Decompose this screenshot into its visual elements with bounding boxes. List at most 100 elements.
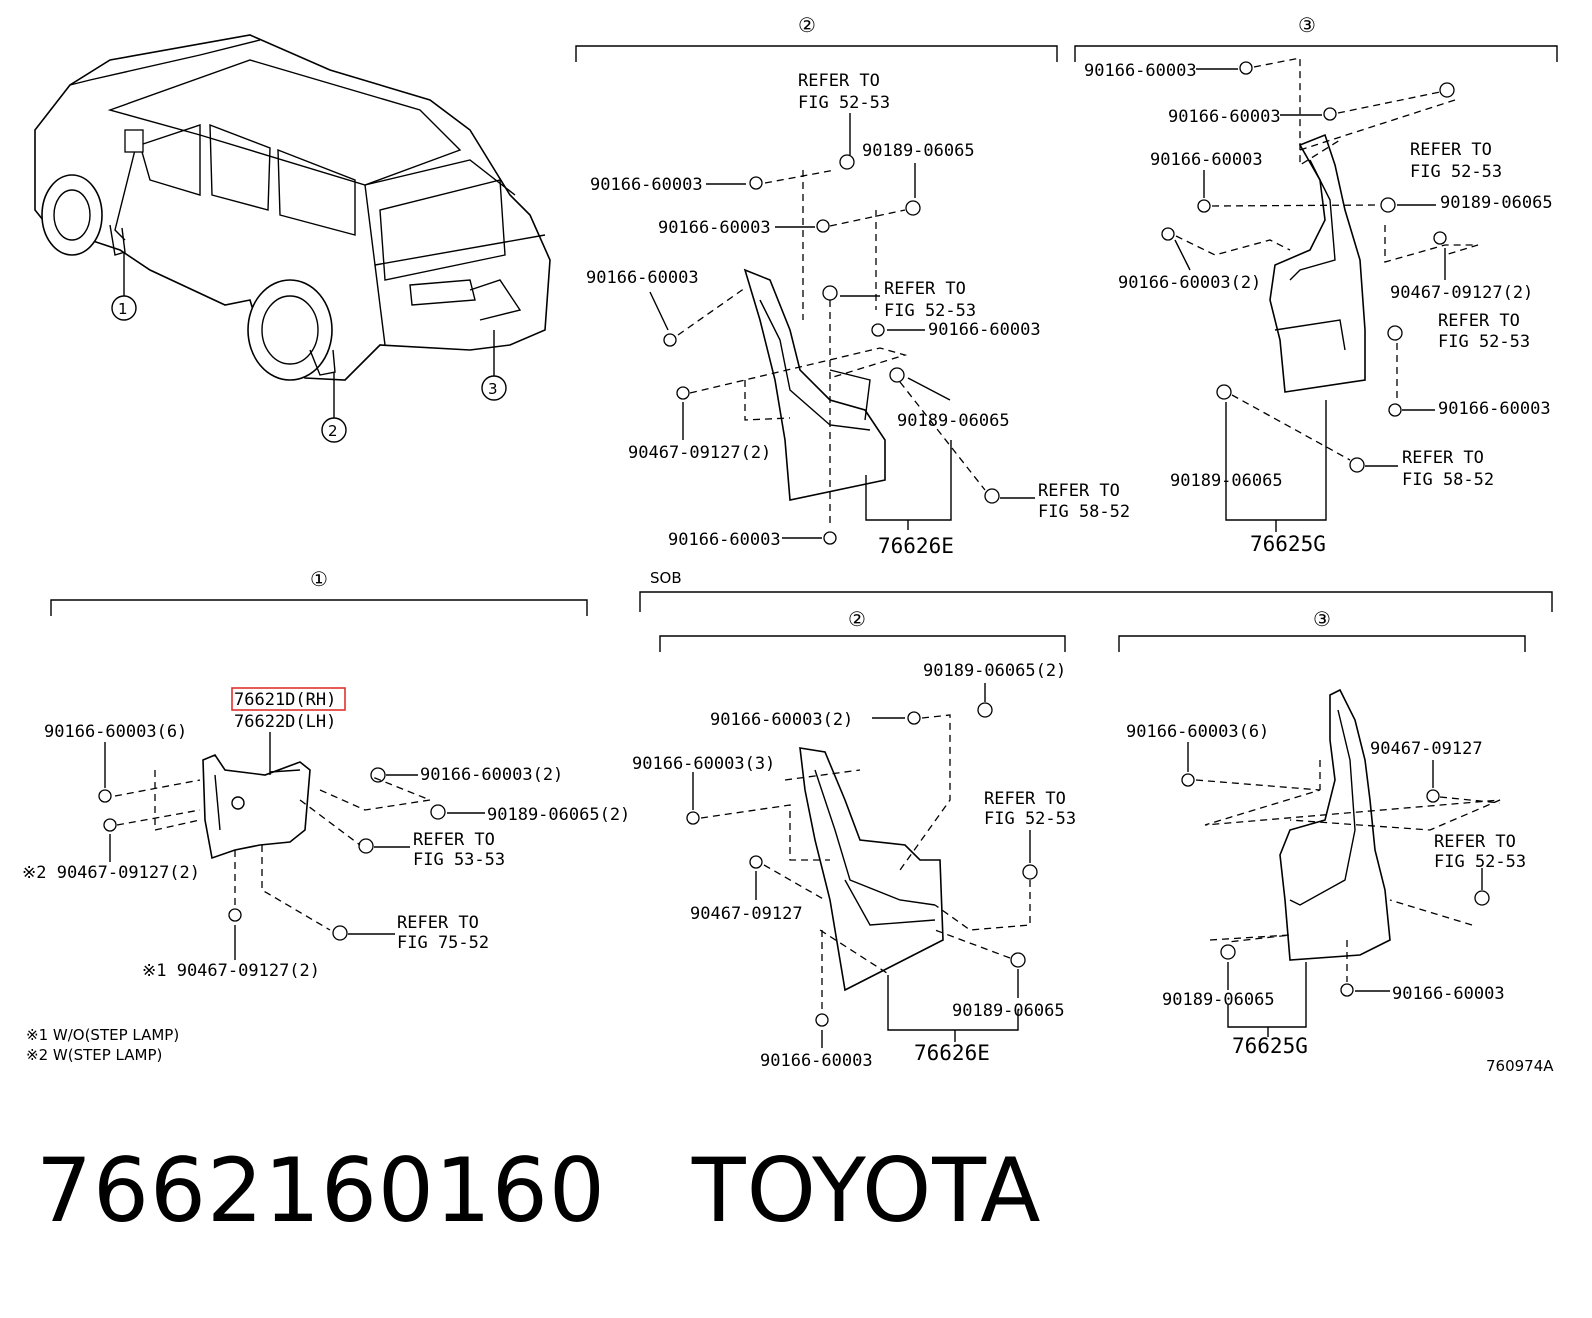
- refer-fig-58-52-a-l2: FIG 58-52: [1038, 502, 1130, 522]
- refer-fig-52-53-d-l1: REFER TO: [1438, 311, 1520, 331]
- bolts-top-2: [663, 154, 1000, 545]
- label-top2-b: 90166-60003: [590, 175, 703, 195]
- label-top3-h: 90189-06065: [1170, 471, 1283, 491]
- labels-top-2: REFER TO FIG 52-53 90189-06065 90166-600…: [586, 71, 1130, 558]
- refer-fig-52-53-e-l1: REFER TO: [984, 789, 1066, 809]
- label-top2-f: 90467-09127(2): [628, 443, 771, 463]
- refer-fig-53-53-l2: FIG 53-53: [413, 850, 505, 870]
- svg-text:2: 2: [328, 422, 338, 440]
- leader-lines-top-2: [649, 113, 1035, 539]
- section-callout-top-2: ②: [798, 13, 816, 37]
- highlight-box-rh: [231, 687, 346, 711]
- label-sob2-b: 90166-60003(2): [710, 710, 853, 730]
- callout-1-vehicle: 1: [111, 295, 137, 321]
- label-s1-c: 90189-06065(2): [487, 805, 630, 825]
- label-sob3-b: 90467-09127: [1370, 739, 1483, 759]
- label-top3-g: 90166-60003: [1438, 399, 1551, 419]
- mudguard-76625G-sob: [1279, 688, 1391, 961]
- mudguard-76626E: [743, 268, 886, 501]
- refer-fig-52-53-a-l2: FIG 52-53: [798, 93, 890, 113]
- refer-fig-52-53-f-l1: REFER TO: [1434, 832, 1516, 852]
- section-callout-top-3: ③: [1298, 13, 1316, 37]
- refer-fig-75-52-l1: REFER TO: [397, 913, 479, 933]
- refer-fig-52-53-c-l2: FIG 52-53: [1410, 162, 1502, 182]
- bracket-sob: [639, 591, 1553, 612]
- refer-fig-75-52-l2: FIG 75-52: [397, 933, 489, 953]
- label-s1-b: 90166-60003(2): [420, 765, 563, 785]
- callout-2-vehicle: 2: [321, 417, 347, 443]
- label-sob2-c: 90166-60003(3): [632, 754, 775, 774]
- svg-text:3: 3: [488, 380, 498, 398]
- bolts-sob-3: [1181, 773, 1490, 997]
- label-top3-d: 90189-06065: [1440, 193, 1553, 213]
- part-76626E-sob: 76626E: [914, 1041, 990, 1065]
- refer-fig-58-52-b-l1: REFER TO: [1402, 448, 1484, 468]
- mudguard-76626E-sob: [799, 747, 944, 992]
- bracket-section-1: [50, 599, 588, 616]
- refer-fig-58-52-b-l2: FIG 58-52: [1402, 470, 1494, 490]
- refer-fig-52-53-f-l2: FIG 52-53: [1434, 852, 1526, 872]
- label-s1-a: 90166-60003(6): [44, 722, 187, 742]
- refer-fig-58-52-a-l1: REFER TO: [1038, 481, 1120, 501]
- diagram-id: 760974A: [1486, 1057, 1554, 1075]
- refer-fig-52-53-b-l2: FIG 52-53: [884, 301, 976, 321]
- label-sob3-c: 90189-06065: [1162, 990, 1275, 1010]
- label-top3-a: 90166-60003: [1084, 61, 1197, 81]
- label-top2-h: 90166-60003: [668, 530, 781, 550]
- bolts-sob-2: [686, 702, 1038, 1027]
- part-76625G-top: 76625G: [1250, 532, 1326, 556]
- label-sob2-a: 90189-06065(2): [923, 661, 1066, 681]
- refer-fig-52-53-c-l1: REFER TO: [1410, 140, 1492, 160]
- section-callout-1: ①: [310, 567, 328, 591]
- bolts-section-1: [98, 767, 446, 941]
- leader-lines-sob-3: [1187, 742, 1501, 1037]
- label-top3-f: 90467-09127(2): [1390, 283, 1533, 303]
- refer-fig-52-53-a-l1: REFER TO: [798, 71, 880, 91]
- note-2: ※2 W(STEP LAMP): [26, 1046, 162, 1064]
- footer-part-number: 7662160160: [36, 1138, 606, 1242]
- labels-sob-2: 90189-06065(2) 90166-60003(2) 90166-6000…: [632, 661, 1076, 1071]
- label-top2-g: 90189-06065: [897, 411, 1010, 431]
- notes: ※1 W/O(STEP LAMP) ※2 W(STEP LAMP): [26, 1026, 179, 1064]
- step-mudguard-76621D: [202, 754, 311, 860]
- mudguard-76625G: [1269, 133, 1366, 393]
- refer-fig-52-53-d-l2: FIG 52-53: [1438, 332, 1530, 352]
- part-76626E-top: 76626E: [878, 534, 954, 558]
- label-top2-c: 90166-60003: [658, 218, 771, 238]
- labels-sob-3: 90166-60003(6) 90467-09127 REFER TO FIG …: [1126, 722, 1526, 1058]
- svg-text:1: 1: [118, 300, 128, 318]
- vehicle-illustration: [34, 34, 551, 418]
- label-sob2-f: 90166-60003: [760, 1051, 873, 1071]
- parts-diagram: 1 2 3 ②: [22, 13, 1558, 1075]
- bracket-top-2: [575, 45, 1058, 62]
- part-76625G-sob: 76625G: [1232, 1034, 1308, 1058]
- label-top3-b: 90166-60003: [1168, 107, 1281, 127]
- footer-brand: TOYOTA: [691, 1138, 1042, 1242]
- refer-fig-52-53-b-l1: REFER TO: [884, 279, 966, 299]
- label-top3-e: 90166-60003(2): [1118, 273, 1261, 293]
- label-sob2-e: 90189-06065: [952, 1001, 1065, 1021]
- leader-lines-sob-2: [692, 683, 1031, 1048]
- bracket-sob-2: [659, 635, 1066, 652]
- labels-top-3: 90166-60003 90166-60003 REFER TO FIG 52-…: [1084, 61, 1553, 556]
- section-callout-sob-2: ②: [848, 607, 866, 631]
- part-rh-label: 76621D(RH): [234, 690, 336, 710]
- leader-lines-section-1: [104, 732, 485, 960]
- refer-fig-52-53-e-l2: FIG 52-53: [984, 809, 1076, 829]
- label-s1-d: ※2 90467-09127(2): [22, 863, 200, 883]
- label-sob2-d: 90467-09127: [690, 904, 803, 924]
- label-sob3-a: 90166-60003(6): [1126, 722, 1269, 742]
- refer-fig-53-53-l1: REFER TO: [413, 830, 495, 850]
- label-top3-c: 90166-60003: [1150, 150, 1263, 170]
- label-sob3-d: 90166-60003: [1392, 984, 1505, 1004]
- label-s1-e: ※1 90467-09127(2): [142, 961, 320, 981]
- sob-label: SOB: [650, 569, 682, 587]
- label-top2-e: 90166-60003: [928, 320, 1041, 340]
- leader-lines-top-3: [1174, 57, 1479, 532]
- section-callout-sob-3: ③: [1313, 607, 1331, 631]
- label-top2-d: 90166-60003: [586, 268, 699, 288]
- bracket-top-3: [1074, 45, 1558, 62]
- bracket-sob-3: [1118, 635, 1526, 652]
- bolts-top-3: [1161, 61, 1455, 473]
- note-1: ※1 W/O(STEP LAMP): [26, 1026, 179, 1044]
